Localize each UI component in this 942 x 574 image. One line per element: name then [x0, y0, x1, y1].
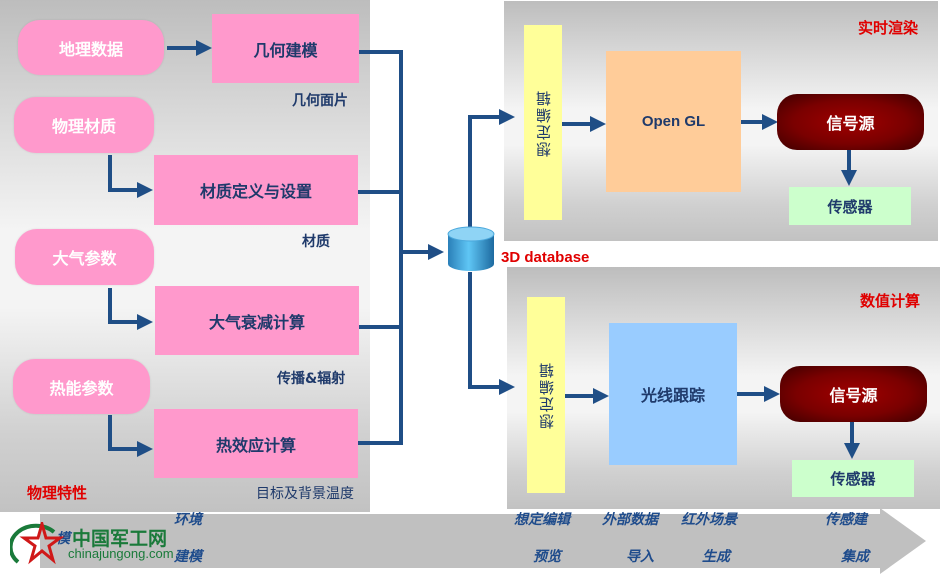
stage-partial-char: 模: [56, 531, 70, 547]
output-geometry-mesh: 几何面片: [292, 93, 348, 109]
stage-external-import-line1: 外部数据: [602, 512, 658, 528]
watermark-domain: chinajungong.com: [68, 546, 174, 561]
output-material: 材质: [302, 234, 330, 250]
opengl-engine[interactable]: Open GL: [606, 51, 741, 192]
process-geometric-modeling[interactable]: 几何建模: [212, 14, 359, 83]
process-bracket: [358, 50, 403, 445]
input-physical-material[interactable]: 物理材质: [14, 97, 154, 153]
process-atmospheric-attenuation[interactable]: 大气衰减计算: [155, 286, 359, 355]
input-atmosphere-params[interactable]: 大气参数: [15, 229, 154, 285]
realtime-sensor[interactable]: 传感器: [789, 187, 911, 225]
ray-tracing-engine[interactable]: 光线跟踪: [609, 323, 737, 465]
numeric-computation-title: 数值计算: [860, 292, 921, 310]
process-material-definition[interactable]: 材质定义与设置: [154, 155, 358, 225]
realtime-signal-source[interactable]: 信号源: [777, 94, 924, 150]
star-logo-icon: [10, 522, 65, 565]
input-thermal-params[interactable]: 热能参数: [13, 359, 150, 414]
numeric-sensor[interactable]: 传感器: [792, 460, 914, 497]
database-icon[interactable]: [446, 226, 496, 274]
stage-scenario-preview-line2: 预览: [533, 549, 561, 565]
numeric-scenario-editor[interactable]: 想定编辑: [527, 297, 565, 493]
physical-properties-title: 物理特性: [27, 484, 88, 502]
realtime-scenario-editor[interactable]: 想定编辑: [524, 25, 562, 220]
stage-sensor-integration-line1: 传感建: [825, 512, 867, 528]
arrow-material-to-definition: [108, 155, 153, 198]
stage-env-modeling-line1: 环境: [174, 512, 202, 528]
output-target-background-temp: 目标及背景温度: [256, 486, 354, 502]
numeric-scenario-editor-label: 想定编辑: [537, 361, 556, 429]
stage-scenario-preview-line1: 想定编辑: [514, 512, 570, 528]
database-label: 3D database: [501, 249, 590, 266]
output-propagation-radiation: 传播&辐射: [277, 371, 346, 387]
arrow-db-to-numeric: [468, 272, 515, 395]
stage-sensor-integration-line2: 集成: [841, 549, 869, 565]
watermark-site-name: 中国军工网: [72, 528, 168, 550]
realtime-rendering-title: 实时渲染: [858, 19, 919, 37]
stage-ir-scene-line2: 生成: [702, 549, 730, 565]
arrow-thermal-to-effect: [108, 415, 153, 457]
arrow-atmos-to-attenuation: [108, 288, 153, 330]
input-geographic-data[interactable]: 地理数据: [18, 20, 164, 75]
watermark: 中国军工网 chinajungong.com: [10, 522, 180, 568]
realtime-scenario-editor-label: 想定编辑: [534, 88, 553, 157]
stage-ir-scene-line1: 红外场景: [681, 512, 737, 528]
numeric-signal-source[interactable]: 信号源: [780, 366, 927, 422]
stage-external-import-line2: 导入: [626, 549, 654, 565]
arrow-db-to-realtime: [468, 109, 515, 230]
stage-env-modeling-line2: 建模: [174, 549, 202, 565]
process-thermal-effect[interactable]: 热效应计算: [154, 409, 358, 478]
